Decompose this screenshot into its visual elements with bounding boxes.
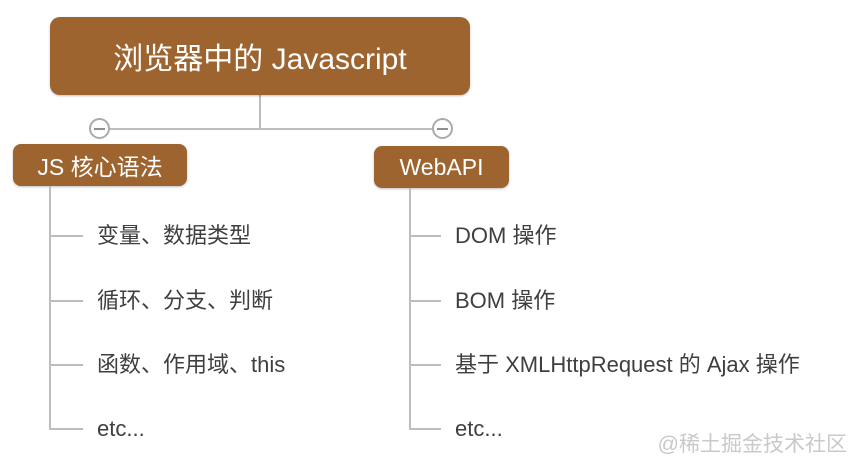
right-tick-connector: [409, 428, 441, 430]
right-tick-connector: [409, 300, 441, 302]
right-tick-connector: [409, 364, 441, 366]
child-node-right-etc[interactable]: etc...: [455, 416, 503, 441]
child-node-functions-scope-this[interactable]: 函数、作用域、this: [97, 352, 286, 377]
child-node-loops-branches[interactable]: 循环、分支、判断: [97, 288, 274, 313]
root-node[interactable]: 浏览器中的 Javascript: [50, 17, 470, 95]
child-node-ajax-operations[interactable]: 基于 XMLHttpRequest 的 Ajax 操作: [455, 352, 800, 377]
child-node-variables-datatypes[interactable]: 变量、数据类型: [97, 223, 252, 248]
child-node-dom-operations[interactable]: DOM 操作: [455, 223, 557, 248]
right-branch-trunk-connector: [409, 188, 411, 430]
minus-icon: [94, 127, 105, 130]
right-tick-connector: [409, 235, 441, 237]
child-node-left-etc[interactable]: etc...: [97, 416, 145, 441]
collapse-icon-left-branch[interactable]: [89, 118, 110, 139]
child-node-bom-operations[interactable]: BOM 操作: [455, 288, 556, 313]
branch-node-js-core[interactable]: JS 核心语法: [13, 144, 187, 186]
branch-rail-connector: [100, 128, 443, 130]
left-tick-connector: [49, 300, 83, 302]
left-branch-trunk-connector: [49, 186, 51, 430]
root-stem-connector: [259, 95, 261, 129]
branch-node-webapi[interactable]: WebAPI: [374, 146, 509, 188]
collapse-icon-right-branch[interactable]: [432, 118, 453, 139]
left-tick-connector: [49, 428, 83, 430]
left-tick-connector: [49, 364, 83, 366]
minus-icon: [437, 127, 448, 130]
left-tick-connector: [49, 235, 83, 237]
watermark: @稀土掘金技术社区: [657, 433, 847, 456]
